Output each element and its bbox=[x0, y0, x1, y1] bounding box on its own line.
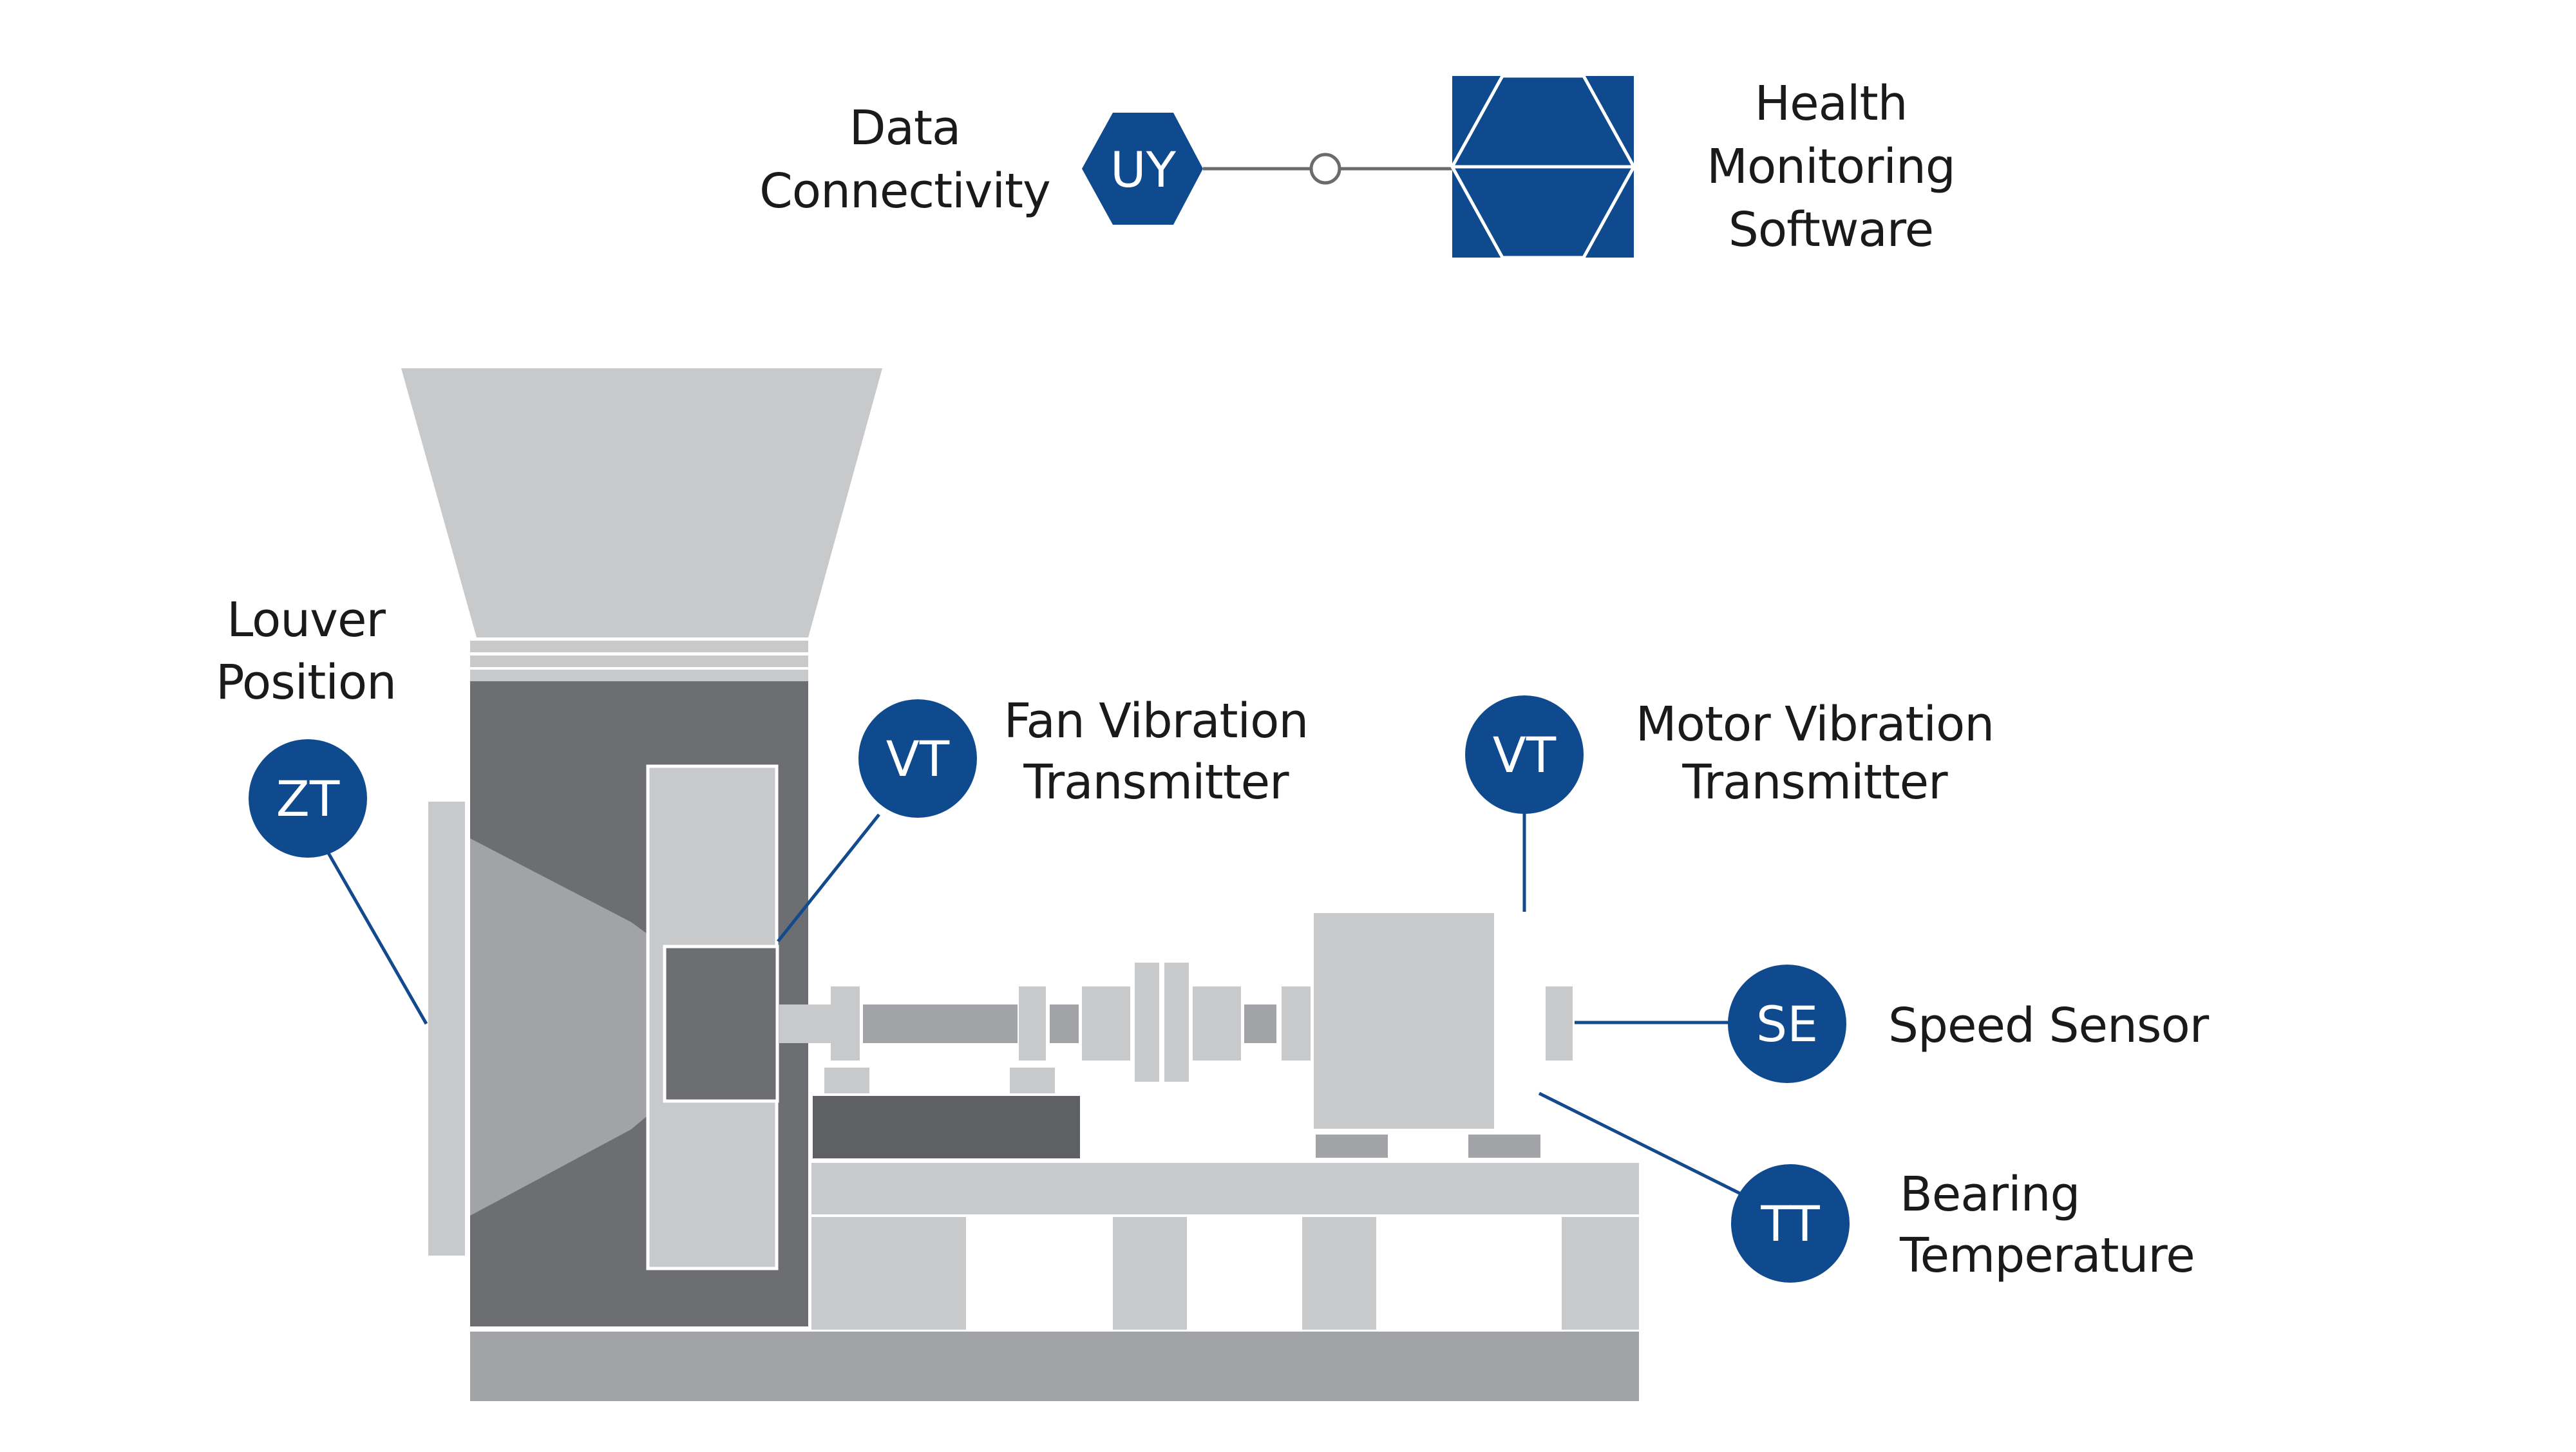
motor-body bbox=[1314, 913, 1494, 1129]
bearing-temperature-label-line1: Bearing bbox=[1900, 1167, 2080, 1222]
motor-vt-sensor-badge[interactable] bbox=[1465, 695, 1584, 814]
speed-sensor-callout: SE Speed Sensor bbox=[1575, 965, 2210, 1083]
bearing-temperature-callout: TT Bearing Temperature bbox=[1538, 1091, 2195, 1283]
impeller-hub bbox=[663, 945, 779, 1103]
uy-tag-label: UY bbox=[1110, 141, 1177, 198]
fan-vt-sensor-badge[interactable] bbox=[858, 699, 977, 818]
coupling-disc bbox=[1135, 963, 1159, 1082]
motor-shaft-end bbox=[1546, 986, 1573, 1061]
tt-tag-label: TT bbox=[1760, 1195, 1820, 1252]
hopper-flange bbox=[470, 670, 808, 681]
base-frame-leg bbox=[811, 1217, 966, 1330]
bearing-foot bbox=[1010, 1068, 1055, 1093]
bearing-foot bbox=[824, 1068, 869, 1093]
bearing-temp-leader-line bbox=[1538, 1091, 1743, 1196]
shaft bbox=[863, 1004, 1018, 1043]
inlet-hopper bbox=[401, 368, 882, 637]
coupling bbox=[1193, 986, 1241, 1061]
base-frame-leg bbox=[1302, 1217, 1376, 1330]
motor-flange bbox=[1282, 986, 1311, 1061]
fan-vibration-label-line1: Fan Vibration bbox=[1004, 693, 1309, 749]
louver-position-label-line1: Louver bbox=[227, 592, 386, 648]
louver-position-label-line2: Position bbox=[216, 655, 396, 710]
zt-sensor-badge[interactable] bbox=[249, 739, 367, 858]
motor-vibration-label-line1: Motor Vibration bbox=[1636, 697, 1994, 752]
shaft-collar bbox=[1019, 986, 1046, 1061]
motor-vibration-callout: VT Motor Vibration Transmitter bbox=[1465, 695, 1994, 912]
hopper-flange bbox=[470, 655, 808, 667]
shaft-stub bbox=[779, 1004, 831, 1043]
data-connectivity-label-line1: Data bbox=[849, 100, 961, 156]
louver-position-callout: Louver Position ZT bbox=[216, 592, 428, 1025]
connector-node-icon bbox=[1309, 153, 1341, 185]
software-label-line1: Health bbox=[1755, 76, 1908, 131]
fan-vibration-callout: VT Fan Vibration Transmitter bbox=[777, 693, 1309, 943]
bearing-pedestal bbox=[813, 1096, 1080, 1158]
data-connectivity-label-line2: Connectivity bbox=[759, 164, 1050, 219]
fan-vt-tag-label: VT bbox=[886, 730, 950, 787]
hopper-flange bbox=[470, 641, 808, 652]
base-frame-top bbox=[811, 1163, 1639, 1214]
motor-vt-tag-label: VT bbox=[1493, 726, 1557, 784]
data-connectivity-group: Data Connectivity UY bbox=[759, 100, 1454, 225]
fan-machine-illustration bbox=[401, 368, 1639, 1401]
coupling-disc bbox=[1164, 963, 1189, 1082]
se-sensor-badge[interactable] bbox=[1728, 965, 1846, 1083]
health-monitoring-software-group: Health Monitoring Software bbox=[1450, 74, 1956, 259]
shaft bbox=[1050, 1004, 1079, 1043]
health-monitoring-logo-icon[interactable] bbox=[1450, 74, 1636, 259]
tt-sensor-badge[interactable] bbox=[1731, 1164, 1850, 1283]
zt-tag-label: ZT bbox=[276, 770, 340, 827]
shaft bbox=[1244, 1004, 1276, 1043]
motor-foot bbox=[1468, 1135, 1540, 1158]
shaft-collar bbox=[831, 986, 860, 1061]
bearing-temperature-label-line2: Temperature bbox=[1899, 1228, 2195, 1283]
motor-foot bbox=[1316, 1135, 1388, 1158]
inlet-cone bbox=[470, 838, 631, 1216]
louver-plate bbox=[428, 802, 465, 1256]
software-label-line2: Monitoring bbox=[1707, 139, 1955, 194]
louver-leader-line bbox=[327, 852, 428, 1025]
software-label-line3: Software bbox=[1728, 202, 1933, 258]
base-skid bbox=[470, 1332, 1639, 1401]
uy-hexagon-icon[interactable] bbox=[1082, 113, 1203, 225]
base-frame-leg bbox=[1562, 1217, 1639, 1330]
motor-vibration-label-line2: Transmitter bbox=[1681, 755, 1948, 810]
fan-vibration-leader-line bbox=[777, 813, 880, 943]
base-frame-leg bbox=[1113, 1217, 1187, 1330]
fan-vibration-label-line2: Transmitter bbox=[1023, 755, 1289, 810]
se-tag-label: SE bbox=[1756, 995, 1818, 1053]
coupling bbox=[1082, 986, 1130, 1061]
speed-sensor-label: Speed Sensor bbox=[1888, 998, 2210, 1053]
